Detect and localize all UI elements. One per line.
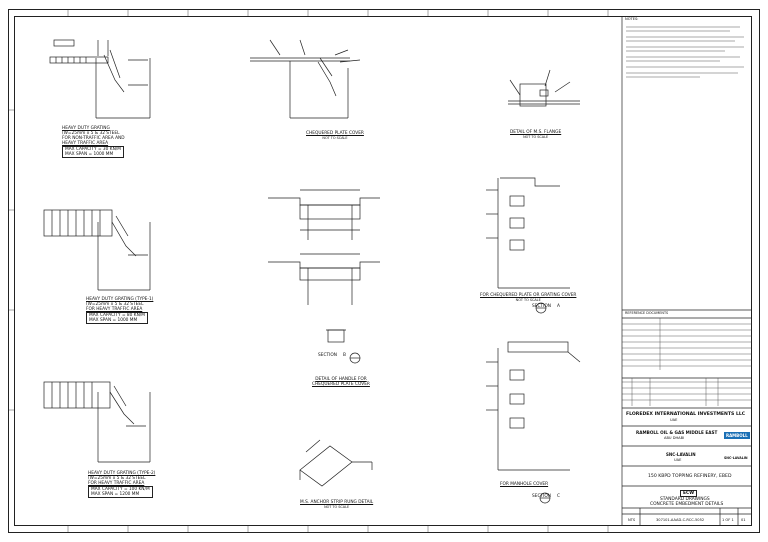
sheet-number: 1 OF 1 (722, 518, 734, 522)
caption-ms-flange: DETAIL OF M.S. FLANGE NOT TO SCALE (510, 130, 562, 139)
consultant-location: ABU DHABI (664, 436, 685, 440)
detail-chequered-plate-cover (250, 39, 361, 119)
consultant-name: RAMBOLL OIL & GAS MIDDLE EAST (636, 430, 718, 435)
caption-anchor-rung: M.S. ANCHOR STRIP RUNG DETAIL NOT TO SCA… (300, 500, 374, 509)
detail-heavy-duty-grating-type1 (43, 209, 151, 291)
caption-heavy-duty-grating-type1: HEAVY DUTY GRATING (TYPE-1) (W=25mm x 5 … (86, 297, 154, 324)
drawing-title-2: CONCRETE EMBEDMENT DETAILS (650, 502, 724, 507)
scale-value: NTS (628, 518, 636, 522)
contractor-logo: SNC-LAVALIN (724, 456, 748, 460)
caption-chequered-or-grating: FOR CHEQUERED PLATE OR GRATING COVER NOT… (480, 293, 577, 302)
caption-manhole-cover: FOR MANHOLE COVER (500, 482, 549, 487)
detail-heavy-duty-grating (49, 39, 151, 119)
reference-header: REFERENCE DOCUMENTS (625, 311, 669, 315)
project-title: 150 KBPD TOPPING REFINERY, EBED (648, 474, 732, 479)
detail-anchor-rung (299, 439, 373, 487)
consultant-logo: RAMBOLL (724, 432, 750, 439)
drawing-inner-border (14, 16, 752, 526)
caption-detail-of-handle: DETAIL OF HANDLE FOR CHEQUERED PLATE COV… (312, 377, 370, 387)
detail-handle-plan (268, 189, 380, 364)
contractor-location: UAE (674, 458, 682, 462)
client-name: FLOREDEX INTERNATIONAL INVESTMENTS LLC (626, 412, 746, 417)
drawing-sheet-border (8, 9, 760, 533)
caption-heavy-duty-grating-type2: HEAVY DUTY GRATING (TYPE-2) (W=25mm x 5 … (88, 471, 156, 498)
capacity-box: MAX CAPACITY = 100 KN/M MAX SPAN = 1200 … (88, 486, 153, 498)
detail-chequered-or-grating (486, 177, 570, 314)
ecw-logo: ECW (680, 490, 698, 497)
drawing-number: 307101-AAAD-C-RCC-5052 (656, 518, 705, 522)
capacity-box: MAX CAPACITY = 30 KN/M MAX SPAN = 1000 M… (62, 146, 124, 158)
caption-chequered-plate-cover: CHEQUERED PLATE COVER NOT TO SCALE (306, 131, 364, 140)
detail-heavy-duty-grating-type2 (43, 381, 151, 463)
detail-ms-flange (508, 69, 580, 107)
capacity-box: MAX CAPACITY = 80 KN/M MAX SPAN = 1000 M… (86, 312, 148, 324)
notes-header: NOTES: (625, 17, 639, 21)
detail-manhole-cover (486, 341, 581, 504)
contractor-name: SNC-LAVALIN (666, 452, 696, 457)
caption-heavy-duty-grating: HEAVY DUTY GRATING (W=25mm x 5 & 32 STEE… (62, 126, 125, 158)
client-location: UAE (670, 418, 678, 422)
revision: 01 (741, 518, 746, 522)
drawing-title-1: STANDARD DRAWINGS (660, 497, 710, 502)
